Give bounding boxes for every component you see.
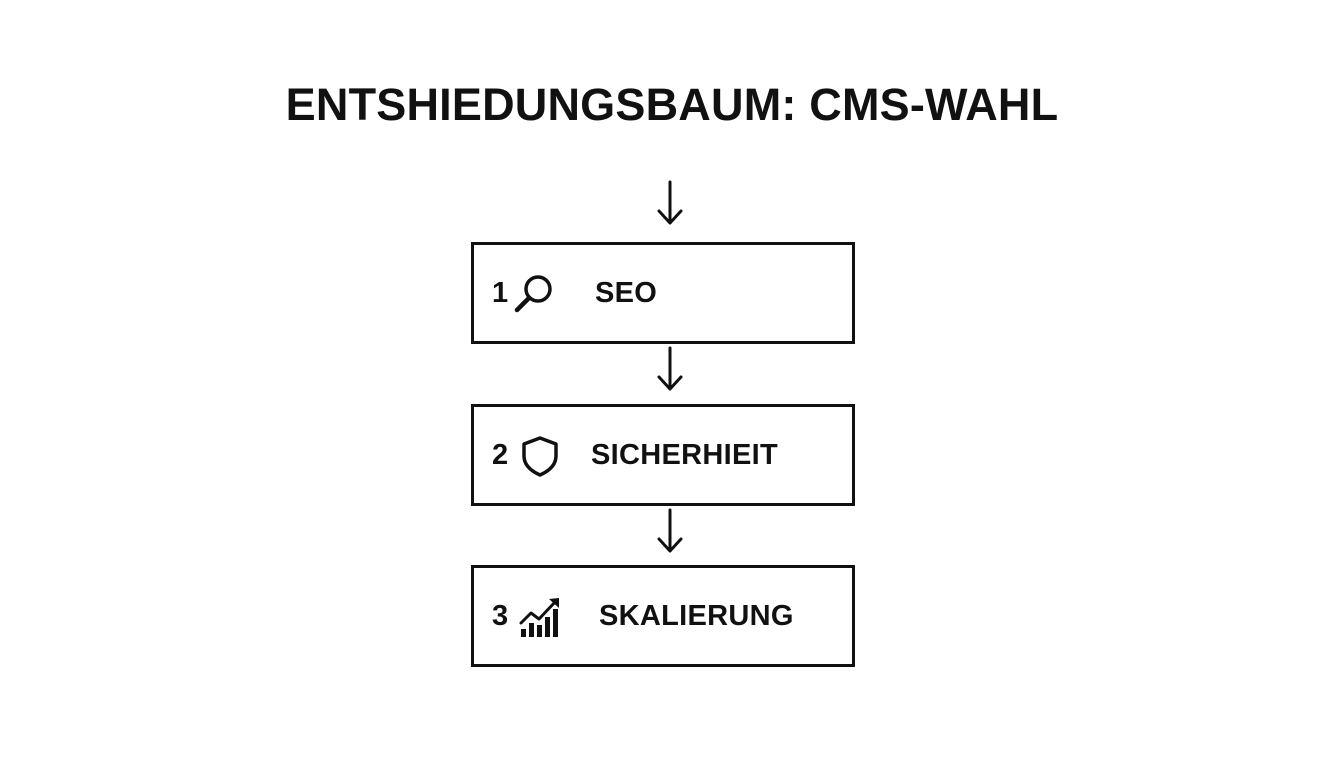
flow-arrow bbox=[655, 346, 685, 392]
shield-icon bbox=[518, 434, 562, 478]
flow-arrow-entry bbox=[655, 180, 685, 226]
step-label: SICHERHIEIT bbox=[591, 439, 778, 471]
step-box-sicherheit: 2 SICHERHIEIT bbox=[471, 404, 855, 506]
step-box-seo: 1 SEO bbox=[471, 242, 855, 344]
diagram-title: ENTSHIEDUNGSBAUM: CMS-WAHL bbox=[285, 79, 1059, 130]
growth-chart-icon bbox=[518, 595, 562, 639]
step-label: SKALIERUNG bbox=[599, 600, 794, 632]
step-box-skalierung: 3 SKALIERUNG bbox=[471, 565, 855, 667]
step-number: 1 bbox=[492, 277, 509, 309]
flow-arrow bbox=[655, 508, 685, 554]
step-number: 3 bbox=[492, 600, 509, 632]
step-label: SEO bbox=[595, 277, 658, 309]
search-icon bbox=[512, 272, 556, 316]
step-number: 2 bbox=[492, 439, 509, 471]
